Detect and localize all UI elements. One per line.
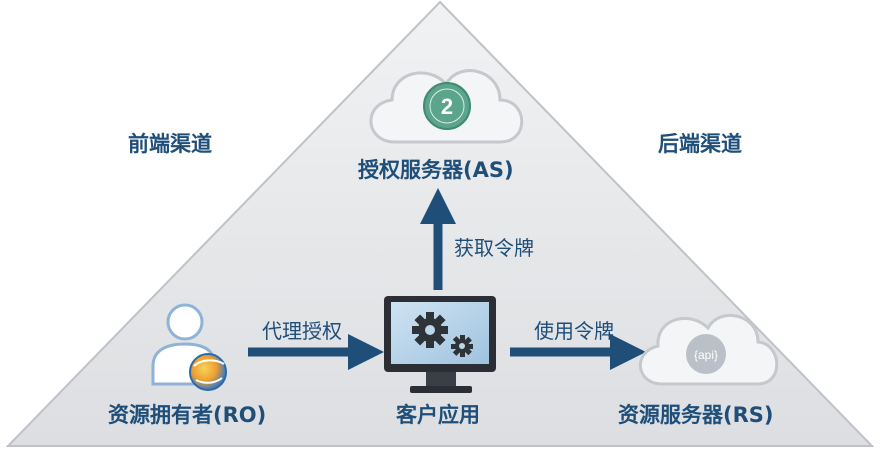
api-cloud-icon: {api}: [639, 313, 779, 386]
resource-owner-label: 资源拥有者(RO): [108, 403, 267, 427]
oauth-badge-number: 2: [441, 94, 453, 119]
use-token-label: 使用令牌: [534, 319, 614, 343]
resource-server-label: 资源服务器(RS): [618, 403, 774, 427]
delegate-auth-label: 代理授权: [262, 319, 342, 343]
oauth-cloud-icon: 2: [369, 69, 524, 144]
user-browser-icon: [151, 303, 227, 391]
api-badge: {api}: [694, 348, 718, 362]
get-token-label: 获取令牌: [454, 236, 534, 260]
back-channel-label: 后端渠道: [658, 132, 742, 156]
client-app-label: 客户应用: [396, 403, 480, 427]
computer-gears-icon: [384, 296, 496, 393]
auth-server-label: 授权服务器(AS): [358, 158, 514, 182]
front-channel-label: 前端渠道: [128, 132, 212, 156]
